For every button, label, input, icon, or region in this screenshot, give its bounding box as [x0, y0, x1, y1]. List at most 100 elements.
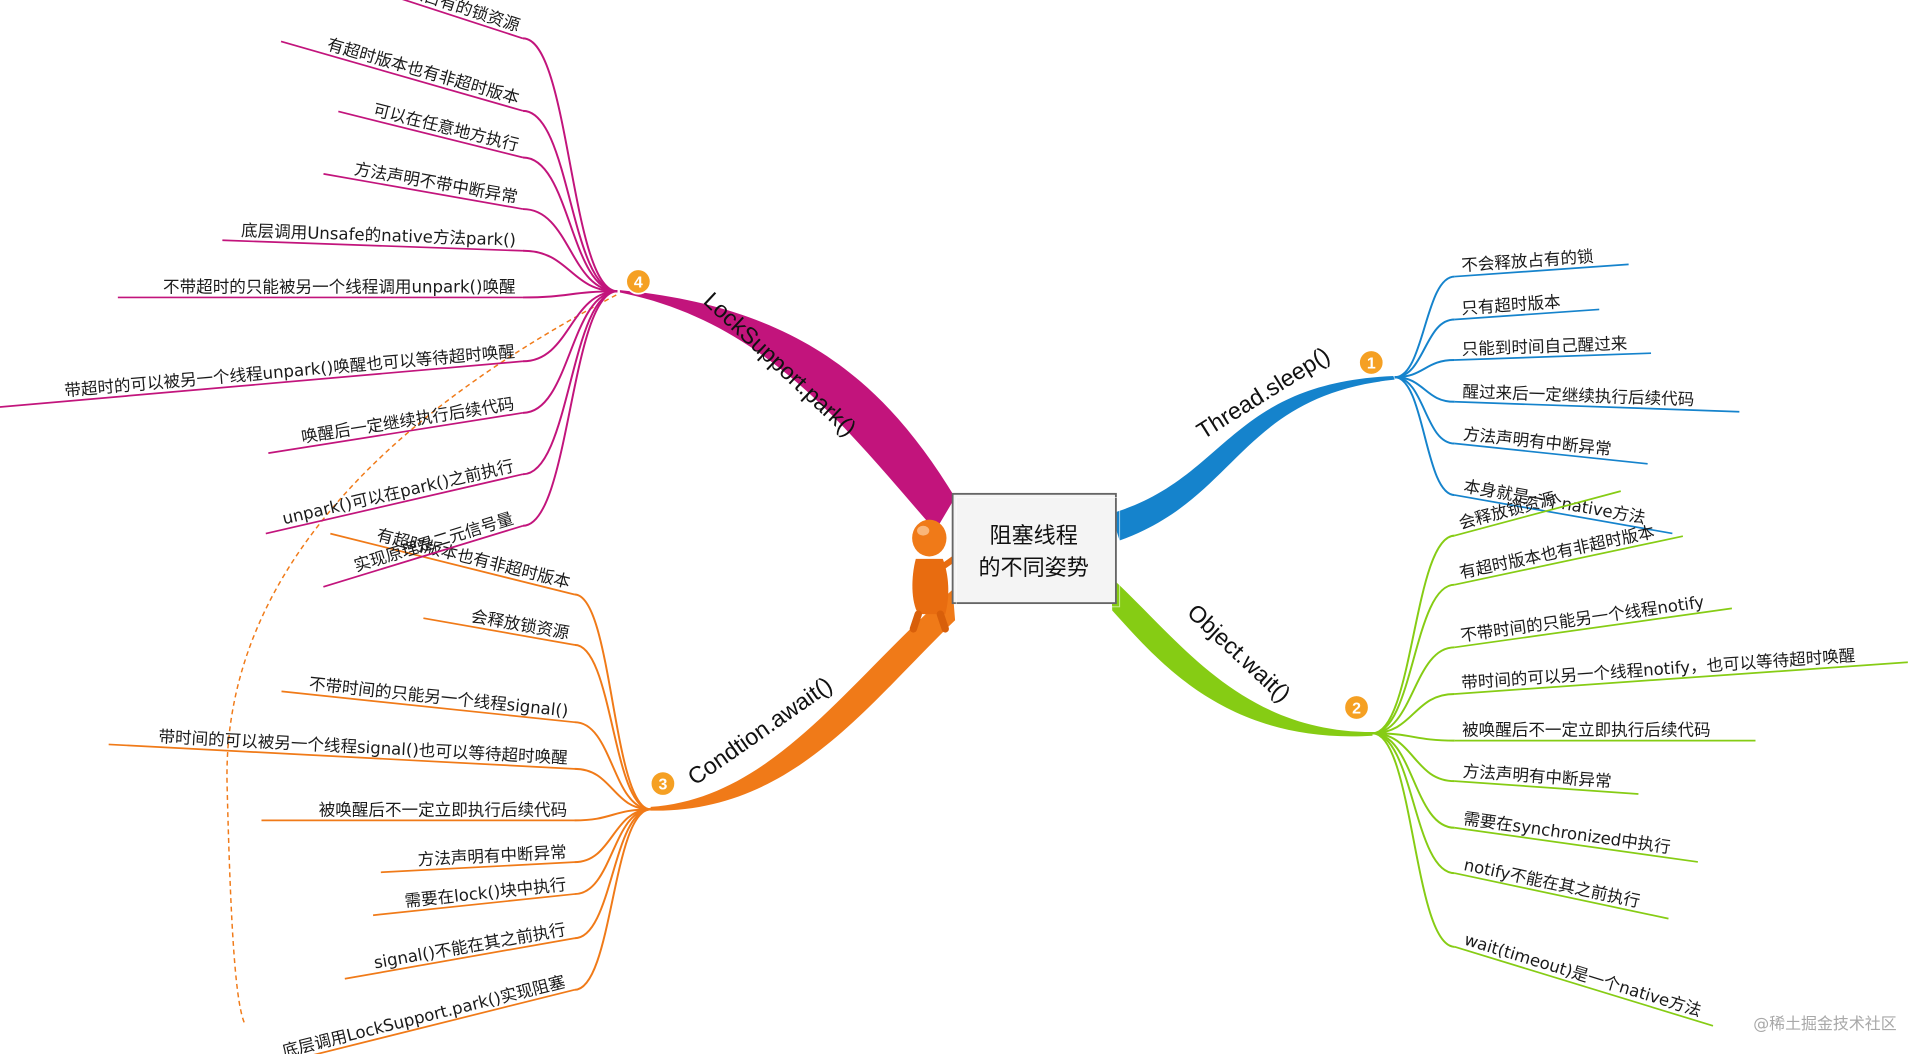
sleep-leaf-connector: [1394, 376, 1455, 403]
wait-leaf-connector: [1372, 692, 1455, 735]
wait-leaf-connector: [1372, 732, 1455, 875]
wait-leaf-connector: [1372, 732, 1455, 829]
park-leaf-label: 不带超时的只能被另一个线程调用unpark()唤醒: [163, 278, 516, 297]
sleep-leaf-item: 只有超时版本: [1454, 292, 1600, 321]
await-leaf-connector: [574, 808, 651, 991]
badge-2: 2: [1343, 694, 1370, 721]
wait-leaf-item: 方法声明有中断异常: [1454, 762, 1639, 795]
await-leaf-label: 不带时间的只能另一个线程signal(): [308, 674, 569, 720]
sleep-leaf-label: 只有超时版本: [1461, 292, 1561, 318]
svg-text:2: 2: [1352, 701, 1361, 718]
badge-4: 4: [625, 268, 652, 295]
sleep-leaf-label: 醒过来后一定继续执行后续代码: [1462, 382, 1694, 409]
await-leaf-label: 带时间的可以被另一个线程signal()也可以等待超时唤醒: [158, 727, 568, 767]
park-leaf-connector: [522, 109, 618, 293]
wait-leaf-item: notify不能在其之前执行: [1454, 855, 1669, 920]
sleep-leaves: 不会释放占有的锁只有超时版本只能到时间自己醒过来醒过来后一定继续执行后续代码方法…: [1394, 247, 1740, 535]
sleep-leaf-label: 方法声明有中断异常: [1462, 424, 1612, 458]
wait-leaf-label: 被唤醒后不一定立即执行后续代码: [1462, 721, 1710, 740]
wait-leaf-item: 被唤醒后不一定立即执行后续代码: [1454, 721, 1756, 742]
wait-leaf-connector: [1372, 732, 1455, 948]
await-leaf-item: 会释放锁资源: [423, 607, 575, 646]
park-leaf-connector: [522, 290, 618, 299]
await-leaf-connector: [574, 767, 651, 811]
badge-1: 1: [1358, 349, 1385, 376]
sleep-leaf-connector: [1394, 318, 1455, 379]
await-leaf-item: 方法声明有中断异常: [380, 843, 575, 874]
await-leaf-item: signal()不能在其之前执行: [344, 920, 575, 980]
await-leaf-connector: [574, 643, 651, 811]
await-leaf-label: 会释放锁资源: [470, 607, 571, 643]
wait-leaf-connector: [1372, 534, 1455, 735]
await-leaf-item: 带时间的可以被另一个线程signal()也可以等待超时唤醒: [108, 727, 575, 770]
await-leaf-item: 不带时间的只能另一个线程signal(): [281, 674, 575, 724]
await-leaf-label: signal()不能在其之前执行: [372, 920, 567, 972]
wait-leaf-connector: [1372, 732, 1455, 783]
await-leaf-label: 被唤醒后不一定立即执行后续代码: [319, 800, 567, 819]
branch-park-ribbon: [619, 290, 956, 531]
park-leaf-item: 不带超时的只能被另一个线程调用unpark()唤醒: [117, 278, 523, 299]
wait-leaf-label: wait(timeout)是一个native方法: [1462, 930, 1704, 1020]
sleep-leaf-connector: [1394, 359, 1455, 379]
park-leaf-label: 可以在任意地方执行: [371, 100, 520, 154]
park-leaf-label: 有超时版本也有非超时版本: [325, 35, 521, 108]
await-leaf-connector: [574, 808, 651, 864]
park-leaf-connector: [522, 290, 618, 414]
await-leaves: 有超时版本也有非超时版本会释放锁资源不带时间的只能另一个线程signal()带时…: [108, 525, 651, 1054]
await-leaf-connector: [574, 808, 651, 822]
park-leaf-item: 方法声明不带中断异常: [323, 159, 524, 210]
park-leaf-connector: [522, 290, 618, 476]
park-leaf-item: 有超时版本也有非超时版本: [280, 35, 524, 112]
center-title-line2: 的不同姿势: [978, 555, 1088, 581]
await-leaf-label: 底层调用LockSupport.park()实现阻塞: [280, 972, 567, 1054]
await-leaf-connector: [574, 808, 651, 896]
sleep-leaf-item: 只能到时间自己醒过来: [1454, 334, 1652, 361]
park-leaf-label: 带超时的可以被另一个线程unpark()唤醒也可以等待超时唤醒: [64, 342, 516, 400]
sleep-leaf-connector: [1394, 376, 1455, 445]
svg-text:3: 3: [658, 777, 667, 794]
park-leaf-connector: [522, 208, 618, 293]
await-leaf-item: 需要在lock()块中执行: [372, 875, 575, 917]
wait-leaf-connector: [1372, 646, 1455, 735]
badge-3: 3: [649, 770, 677, 797]
await-leaf-item: 底层调用LockSupport.park()实现阻塞: [252, 972, 575, 1054]
wait-leaf-label: 有超时版本也有非超时版本: [1458, 522, 1656, 582]
presenter-figure-icon: [909, 519, 966, 633]
park-leaf-connector: [522, 290, 618, 527]
await-leaf-label: 方法声明有中断异常: [417, 843, 567, 870]
park-leaf-label: 唤醒后一定继续执行后续代码: [300, 394, 516, 446]
sleep-leaf-item: 方法声明有中断异常: [1454, 424, 1648, 465]
park-leaf-connector: [522, 156, 618, 293]
await-leaf-item: 被唤醒后不一定立即执行后续代码: [261, 800, 575, 822]
sleep-leaf-item: 醒过来后一定继续执行后续代码: [1454, 382, 1740, 413]
wait-leaf-connector: [1372, 583, 1455, 735]
sleep-leaf-connector: [1394, 275, 1455, 379]
sleep-leaf-connector: [1394, 376, 1455, 497]
center-topic: 阻塞线程 的不同姿势: [951, 492, 1121, 608]
wait-leaf-label: 不带时间的只能另一个线程notify: [1459, 592, 1705, 645]
park-leaf-connector: [522, 37, 618, 293]
svg-text:4: 4: [634, 275, 643, 292]
await-leaf-connector: [574, 721, 651, 811]
relation-dashed-line: [226, 294, 617, 1026]
park-leaf-item: 底层调用Unsafe的native方法park(): [222, 221, 523, 252]
wait-leaves: 会释放锁资源有超时版本也有非超时版本不带时间的只能另一个线程notify带时间的…: [1372, 489, 1908, 1027]
await-leaf-label: 需要在lock()块中执行: [404, 875, 567, 911]
park-leaf-connector: [522, 249, 618, 293]
branch-wait-ribbon: [1110, 577, 1373, 737]
await-leaf-connector: [574, 593, 651, 811]
await-leaf-connector: [574, 808, 651, 940]
branch-sleep-ribbon: [1110, 376, 1395, 541]
wait-leaf-item: wait(timeout)是一个native方法: [1454, 930, 1714, 1027]
wait-leaf-item: 带时间的可以另一个线程notify，也可以等待超时唤醒: [1454, 646, 1908, 695]
wait-leaf-item: 需要在synchronized中执行: [1454, 809, 1698, 863]
park-leaves: 不会释放占有的锁资源有超时版本也有非超时版本可以在任意地方执行方法声明不带中断异…: [0, 0, 618, 588]
wait-leaf-item: 不带时间的只能另一个线程notify: [1454, 592, 1733, 649]
center-title-line1: 阻塞线程: [990, 523, 1078, 549]
svg-text:1: 1: [1367, 356, 1376, 373]
watermark: @稀土掘金技术社区: [1753, 1014, 1897, 1033]
park-leaf-item: 不会释放占有的锁资源: [318, 0, 524, 40]
wait-leaf-label: notify不能在其之前执行: [1462, 855, 1642, 911]
